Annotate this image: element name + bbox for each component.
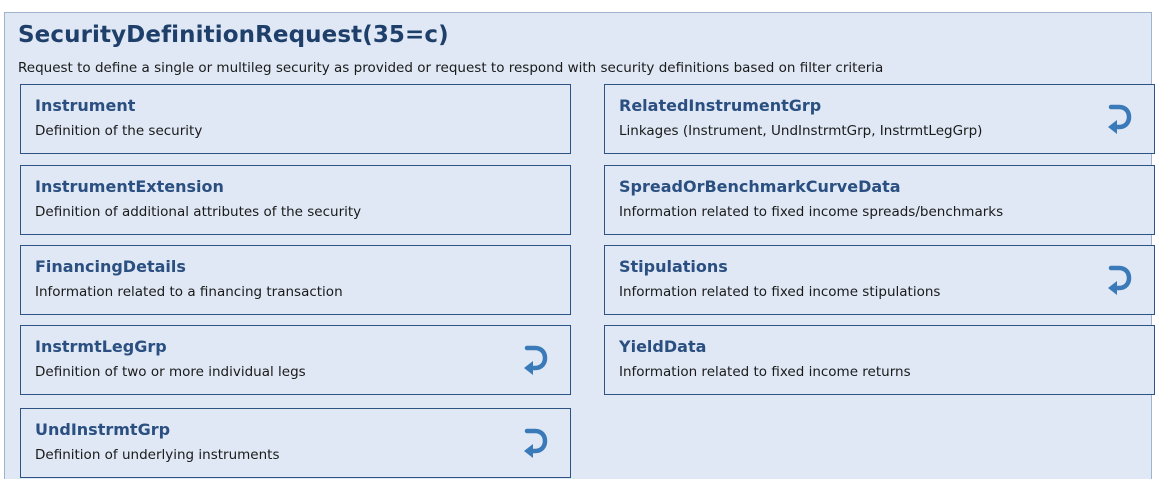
- component-description: Definition of underlying instruments: [35, 447, 280, 463]
- component-description: Information related to fixed income stip…: [619, 284, 941, 300]
- component-card-instrmtleggrp: InstrmtLegGrp Definition of two or more …: [20, 325, 571, 395]
- component-card-stipulations: Stipulations Information related to fixe…: [604, 245, 1155, 315]
- component-name: YieldData: [619, 337, 707, 356]
- component-description: Information related to fixed income spre…: [619, 204, 1004, 220]
- component-description: Linkages (Instrument, UndInstrmtGrp, Ins…: [619, 123, 983, 139]
- component-name: InstrmtLegGrp: [35, 337, 167, 356]
- component-name: Instrument: [35, 96, 136, 115]
- component-name: RelatedInstrumentGrp: [619, 96, 822, 115]
- repeating-group-icon: [524, 428, 548, 458]
- message-description: Request to define a single or multileg s…: [18, 60, 884, 76]
- component-card-instrument: Instrument Definition of the security: [20, 84, 571, 154]
- component-description: Information related to fixed income retu…: [619, 364, 911, 380]
- component-name: SpreadOrBenchmarkCurveData: [619, 177, 901, 196]
- component-name: FinancingDetails: [35, 257, 186, 276]
- component-description: Definition of additional attributes of t…: [35, 204, 362, 220]
- repeating-group-icon: [1108, 104, 1132, 134]
- message-title: SecurityDefinitionRequest(35=c): [18, 22, 449, 48]
- repeating-group-icon: [1108, 265, 1132, 295]
- component-card-relatedinstrumentgrp: RelatedInstrumentGrp Linkages (Instrumen…: [604, 84, 1155, 154]
- component-card-yielddata: YieldData Information related to fixed i…: [604, 325, 1155, 395]
- component-name: Stipulations: [619, 257, 728, 276]
- component-description: Information related to a financing trans…: [35, 284, 343, 300]
- component-description: Definition of the security: [35, 123, 203, 139]
- component-card-financingdetails: FinancingDetails Information related to …: [20, 245, 571, 315]
- component-name: UndInstrmtGrp: [35, 420, 171, 439]
- component-name: InstrumentExtension: [35, 177, 224, 196]
- component-card-instrumentextension: InstrumentExtension Definition of additi…: [20, 165, 571, 235]
- component-description: Definition of two or more individual leg…: [35, 364, 306, 380]
- repeating-group-icon: [524, 345, 548, 375]
- component-card-undinstrmtgrp: UndInstrmtGrp Definition of underlying i…: [20, 408, 571, 478]
- component-card-spreadorbenchmarkcurvedata: SpreadOrBenchmarkCurveData Information r…: [604, 165, 1155, 235]
